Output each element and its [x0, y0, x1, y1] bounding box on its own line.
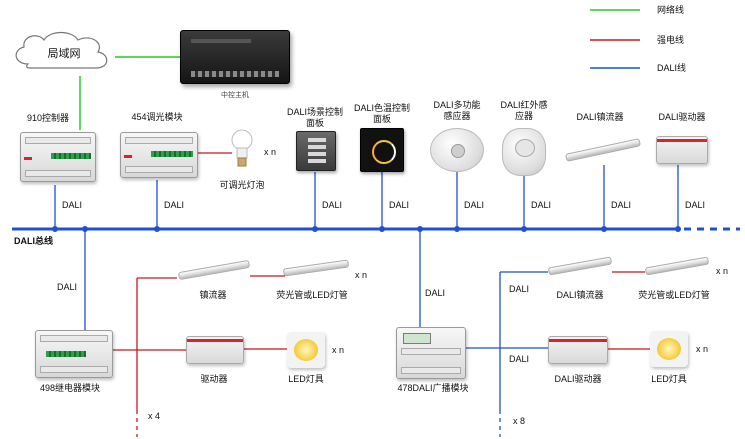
- broadcast-label: 478DALI广播模块: [397, 383, 469, 393]
- right-dali-driver: [548, 336, 608, 364]
- cloud-label: 局域网: [47, 48, 81, 60]
- dimmer-label: 454调光模块: [131, 112, 183, 122]
- right-driver-label: DALI驱动器: [554, 374, 602, 384]
- dali-broadcast-module-478: [396, 327, 466, 379]
- ir-sensor-label: DALI红外感应器: [500, 100, 548, 121]
- right-led-count: x n: [696, 344, 709, 354]
- relay-module-498: [35, 330, 113, 378]
- multi-sensor-label: DALI多功能感应器: [433, 100, 481, 121]
- broadcast-count: x 8: [513, 416, 526, 426]
- right-tube-label: 荧光管或LED灯管: [638, 290, 710, 300]
- dali-label-driver: DALI: [685, 200, 706, 210]
- multi-function-sensor: [430, 128, 484, 172]
- dali-label-dimmer: DALI: [164, 200, 185, 210]
- bus-junctions: [52, 226, 681, 232]
- left-driver: [186, 336, 244, 364]
- right-tube-count: x n: [716, 266, 729, 276]
- scene-control-panel: [296, 131, 336, 171]
- right-led-label: LED灯具: [651, 374, 687, 384]
- legend-power-label: 强电线: [657, 35, 685, 45]
- dali-label-scene-panel: DALI: [322, 200, 343, 210]
- left-led-label: LED灯具: [288, 374, 324, 384]
- dali-label-controller: DALI: [62, 200, 83, 210]
- dimmer-module-454: [120, 132, 198, 178]
- dali-label-relay: DALI: [57, 282, 78, 292]
- legend-network-label: 网络线: [657, 5, 685, 15]
- cloud-shape: [15, 31, 108, 69]
- dali-label-ballast: DALI: [611, 200, 632, 210]
- left-ballast-label: 镇流器: [199, 290, 227, 300]
- left-led-count: x n: [332, 345, 345, 355]
- ir-sensor: [502, 128, 546, 176]
- left-driver-label: 驱动器: [200, 374, 228, 384]
- dali-label-ir-sensor: DALI: [531, 200, 552, 210]
- dali-driver: [656, 136, 708, 164]
- relay-label: 498继电器模块: [39, 383, 101, 393]
- dali-label-right-ballast: DALI: [509, 284, 530, 294]
- left-led-fixture: [287, 332, 325, 368]
- dali-label-color-panel: DALI: [389, 200, 410, 210]
- bulb-label: 可调光灯泡: [219, 180, 265, 190]
- dali-label-multi-sensor: DALI: [464, 200, 485, 210]
- right-ballast-label: DALI镇流器: [556, 290, 604, 300]
- left-tube-count: x n: [355, 270, 368, 280]
- scene-panel-label: DALI场景控制面板: [286, 107, 343, 128]
- driver-label: DALI驱动器: [658, 112, 706, 122]
- color-temp-panel-label: DALI色温控制面板: [353, 103, 410, 124]
- ballast-label: DALI镇流器: [576, 112, 624, 122]
- dali-label-broadcast: DALI: [425, 288, 446, 298]
- color-temp-control-panel: [360, 128, 404, 172]
- host-label: 中控主机: [221, 92, 249, 99]
- dali-label-right-driver: DALI: [509, 354, 530, 364]
- controller-label: 910控制器: [26, 113, 70, 123]
- bulb-count: x n: [264, 147, 277, 157]
- left-tube-label: 荧光管或LED灯管: [276, 290, 348, 300]
- bus-label: DALI总线: [14, 236, 53, 246]
- legend-dali-label: DALI线: [657, 63, 687, 73]
- dimmable-bulb: [231, 129, 253, 167]
- central-host: [180, 30, 290, 84]
- relay-count: x 4: [148, 411, 161, 421]
- right-led-fixture: [650, 331, 688, 367]
- controller-910: [20, 132, 96, 182]
